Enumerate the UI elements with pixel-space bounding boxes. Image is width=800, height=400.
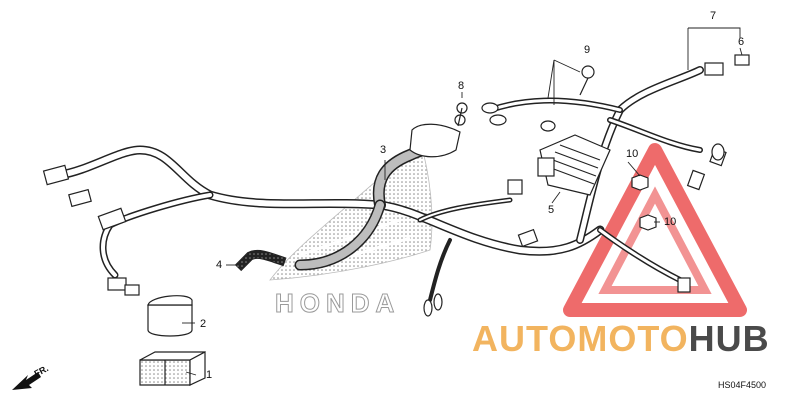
callout-3: 3 [380, 144, 387, 156]
callout-9: 9 [584, 44, 591, 56]
callout-6: 6 [738, 36, 745, 48]
callout-2: 2 [200, 318, 207, 330]
terminals [423, 102, 725, 317]
callout-10a: 10 [626, 148, 639, 160]
switch-unit [409, 114, 466, 158]
watermark-part1: AUTOMOTO [472, 318, 689, 359]
regulator-rectifier [537, 134, 611, 196]
bolt-9 [581, 65, 595, 79]
diagram-code: HS04F4500 [718, 380, 767, 390]
nut-10-b [639, 214, 657, 231]
callout-10b: 10 [664, 216, 677, 228]
main-harness [55, 66, 704, 302]
brand-logo-text: HONDA [274, 288, 401, 319]
connector-holder [139, 351, 206, 386]
nut-10-a [631, 174, 649, 191]
watermark-text: AUTOMOTOHUB [472, 318, 770, 360]
front-arrow-icon [12, 372, 41, 390]
fasteners [456, 65, 657, 231]
left-connectors [42, 164, 140, 296]
spark-plug-cap [234, 249, 287, 272]
callout-8: 8 [458, 80, 465, 92]
callout-4: 4 [216, 259, 223, 271]
watermark-part2: HUB [688, 318, 770, 359]
callout-7: 7 [710, 10, 717, 22]
relay-box [147, 295, 193, 337]
top-right-connectors [507, 54, 750, 293]
honda-wing-logo [269, 139, 433, 281]
watermark-triangle [563, 143, 747, 317]
callout-5: 5 [548, 204, 555, 216]
callout-1: 1 [206, 369, 213, 381]
leader-lines [182, 27, 743, 376]
